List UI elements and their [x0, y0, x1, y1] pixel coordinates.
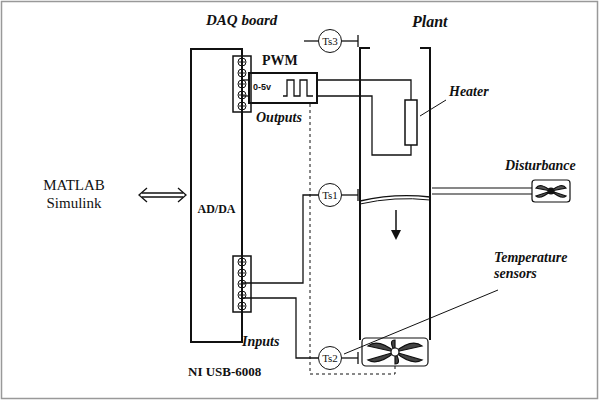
part-label: MATLAB Simulink [32, 176, 116, 212]
part-label: Outputs [256, 110, 302, 126]
part-label: Disturbance [505, 158, 576, 174]
plant-housing: Plant [358, 44, 432, 344]
sensor-label: Ts2 [322, 353, 338, 364]
signal-wire [243, 195, 318, 283]
part-label: NI USB-6008 [188, 364, 261, 380]
node-heading: PWM [262, 53, 298, 69]
daq-board-box: DAQ boardAD/DA [190, 48, 243, 343]
plant-outline [358, 44, 432, 344]
node-text: AD/DA [192, 202, 241, 217]
sensor-label: Ts3 [322, 36, 338, 47]
part-label: Heater [449, 84, 489, 100]
part-label: Temperature sensors [494, 250, 590, 282]
node-heading: DAQ board [206, 12, 277, 29]
signal-wire [243, 298, 318, 358]
node-text: 0-5v [253, 82, 271, 92]
node-heading: Plant [412, 13, 448, 31]
sensor-circle: Ts1 [318, 183, 342, 207]
part-label: Inputs [242, 334, 279, 350]
sensor-circle: Ts2 [318, 346, 342, 370]
sensor-label: Ts1 [322, 190, 338, 201]
pwm-box: PWM0-5v [248, 72, 318, 104]
sensor-circle: Ts3 [318, 29, 342, 53]
